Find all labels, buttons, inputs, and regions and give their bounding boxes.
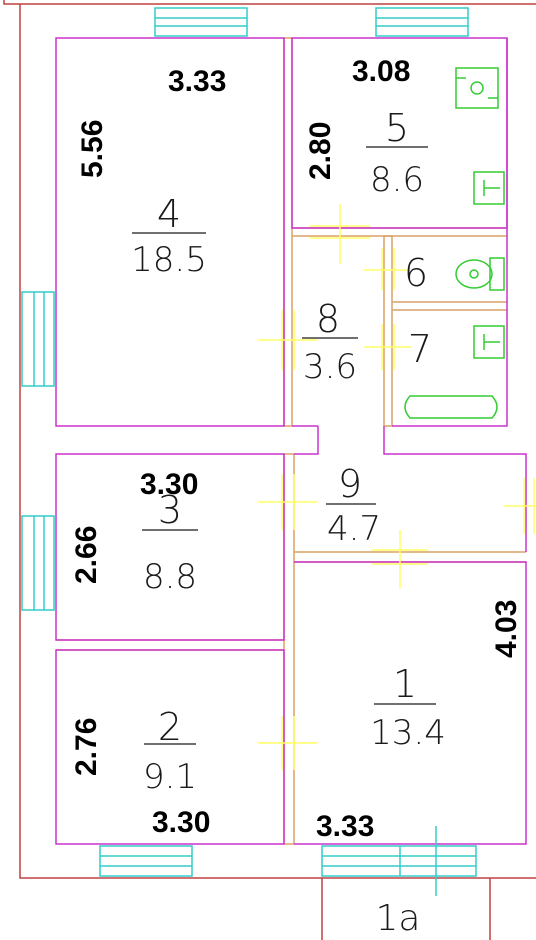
- room-6-number: 6: [404, 251, 428, 295]
- window-top-right: [375, 7, 469, 37]
- room-5-length: 2.80: [304, 122, 337, 180]
- door-room-3: [258, 474, 318, 530]
- room-3-length: 2.66: [70, 526, 103, 584]
- door-room-1: [372, 530, 428, 588]
- window-left-middle: [21, 515, 55, 611]
- room-2-number: 2: [158, 705, 182, 749]
- bathroom-sink-icon: [473, 325, 505, 359]
- room-4-width: 3.33: [168, 65, 226, 98]
- door-entrance: [504, 478, 536, 534]
- door-room-6: [364, 248, 410, 290]
- room-3-outline: [55, 453, 285, 641]
- window-bottom-left: [99, 845, 193, 877]
- room-4-number: 4: [157, 192, 181, 236]
- fraction-lines: [132, 146, 436, 745]
- room-outlines: [55, 37, 527, 845]
- room-2-width: 3.30: [152, 806, 210, 839]
- room-9-outline-right: [383, 426, 527, 552]
- room-3-area: 8.8: [143, 557, 197, 597]
- room-7-outline: [392, 38, 508, 427]
- room-1-number: 1: [393, 662, 417, 706]
- fixtures: [404, 67, 505, 419]
- room-1-outline: [294, 561, 527, 845]
- room-8-area: 3.6: [303, 347, 357, 387]
- room-2-outline: [55, 649, 285, 845]
- room-5-number: 5: [385, 106, 409, 150]
- room-5-area: 8.6: [370, 160, 424, 200]
- room-4-outline: [55, 37, 285, 427]
- door-room-7: [364, 324, 412, 370]
- room-9-area: 4.7: [327, 509, 381, 549]
- room-3-width: 3.30: [140, 468, 198, 501]
- room-3-number: 3: [158, 488, 182, 532]
- bathtub-icon: [404, 395, 498, 419]
- door-room-4: [258, 310, 318, 370]
- balcony-label: 1а: [376, 898, 421, 939]
- room-1-width: 3.33: [316, 810, 374, 843]
- room-4-area: 18.5: [131, 240, 207, 280]
- kitchen-sink-icon: [473, 171, 505, 205]
- doors: [258, 204, 536, 770]
- room-9-number: 9: [338, 462, 362, 506]
- window-left-upper: [21, 291, 55, 387]
- room-7-number: 7: [408, 327, 432, 371]
- balcony-door: [321, 826, 477, 896]
- outer-walls: [3, 0, 536, 940]
- room-1-length: 4.03: [490, 600, 523, 658]
- toilet-icon: [455, 257, 505, 291]
- windows: [21, 7, 477, 896]
- door-room-5: [310, 204, 370, 264]
- room-2-length: 2.76: [70, 718, 103, 776]
- room-9-outline: [294, 426, 319, 455]
- room-1-area: 13.4: [370, 713, 446, 753]
- room-5-width: 3.08: [352, 55, 410, 88]
- stove-icon: [455, 67, 499, 109]
- room-2-area: 9.1: [143, 757, 197, 797]
- room-4-length: 5.56: [76, 120, 109, 178]
- room-8-number: 8: [316, 297, 340, 341]
- door-room-2: [258, 716, 318, 770]
- inner-walls: [56, 37, 526, 845]
- window-top-left: [154, 7, 248, 37]
